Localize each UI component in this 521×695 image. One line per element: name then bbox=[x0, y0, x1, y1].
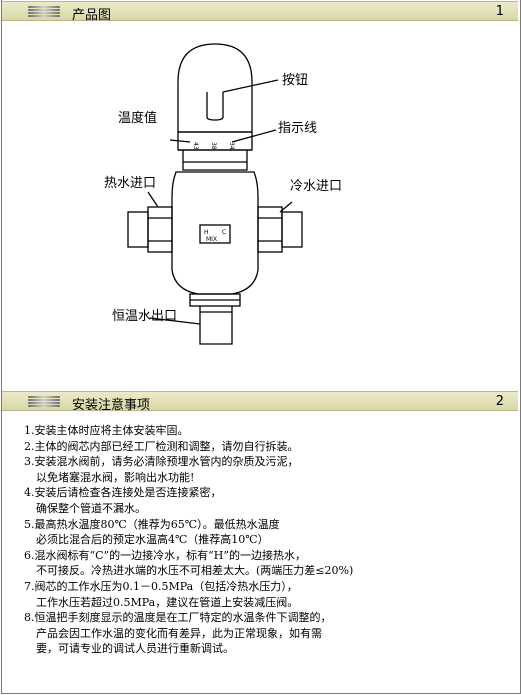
note-item: 5.最高热水温度80℃（推荐为65℃）。最低热水温度必须比混合后的预定水温高4℃… bbox=[24, 517, 504, 548]
left-nut bbox=[147, 206, 173, 253]
leader-cold bbox=[279, 201, 293, 213]
leader-temp bbox=[169, 139, 191, 143]
note-line: 不可接反。冷热进水端的水压不可相差太大。(两端压力差≤20%) bbox=[36, 564, 354, 578]
label-temp-value: 温度值 bbox=[118, 110, 157, 126]
note-line: 1.安装主体时应将主体安装牢固。 bbox=[24, 424, 189, 437]
note-item: 4.安装后请检查各连接处是否连接紧密，确保整个管道不漏水。 bbox=[24, 485, 504, 516]
note-item: 8.恒温把手刻度显示的温度是在工厂特定的水温条件下调整的，产品会因工作水温的变化… bbox=[24, 610, 504, 657]
scale-38: 38 bbox=[210, 142, 217, 150]
note-line: 以免堵塞混水阀，影响出水功能! bbox=[36, 470, 195, 484]
mix-label-box bbox=[199, 224, 231, 244]
header-stripes-icon bbox=[28, 396, 60, 408]
mark-mix: MIX bbox=[206, 236, 217, 243]
note-item: 7.阀芯的工作水压为0.1－0.5MPa（包括冷热水压力）， 工作水压若超过0.5… bbox=[24, 579, 504, 610]
note-item: 6.混水阀标有“C”的一边接冷水，标有“H”的一边接热水， 不可接反。冷热进水端的… bbox=[24, 548, 504, 579]
label-outlet: 恒温水出口 bbox=[112, 309, 177, 324]
right-nut bbox=[257, 206, 283, 253]
note-line: 产品会因工作水温的变化而有差异，此为正常现象，如有需 bbox=[36, 626, 322, 640]
note-item: 2.主体的阀芯内部已经工厂检测和调整，请勿自行拆装。 bbox=[24, 439, 504, 455]
note-line: 必须比混合后的预定水温高4℃（推荐高10℃） bbox=[36, 533, 269, 547]
section-header-install: 安装注意事项 2 bbox=[2, 391, 518, 413]
valve-body bbox=[171, 171, 259, 295]
note-line: 要，可请专业的调试人员进行重新调试。 bbox=[36, 642, 234, 656]
valve-diagram: 按钮 温度值 指示线 热水进口 冷水进口 恒温水出口 43 38 34 H C … bbox=[104, 43, 342, 345]
note-line: 3.安装混水阀前，请务必清除预埋水管内的杂质及污泥， bbox=[24, 455, 299, 469]
label-button: 按钮 bbox=[282, 73, 308, 88]
mark-h: H bbox=[204, 229, 209, 236]
knob-shape bbox=[177, 43, 253, 133]
left-pipe bbox=[127, 211, 149, 248]
note-line: 8.恒温把手刻度显示的温度是在工厂特定的水温条件下调整的， bbox=[24, 611, 332, 625]
section-number: 2 bbox=[495, 394, 504, 409]
note-line: 确保整个管道不漏水。 bbox=[36, 501, 146, 515]
section-title: 安装注意事项 bbox=[72, 398, 151, 413]
leader-outlet bbox=[149, 317, 201, 325]
note-item: 1.安装主体时应将主体安装牢固。 bbox=[24, 423, 504, 439]
scale-34: 34 bbox=[228, 142, 235, 150]
note-item: 3.安装混水阀前，请务必清除预埋水管内的杂质及污泥，以免堵塞混水阀，影响出水功能… bbox=[24, 454, 504, 485]
label-hot-inlet: 热水进口 bbox=[104, 176, 156, 191]
note-line: 6.混水阀标有“C”的一边接冷水，标有“H”的一边接热水， bbox=[24, 548, 306, 562]
button-slot bbox=[206, 92, 224, 121]
install-notes: 1.安装主体时应将主体安装牢固。 2.主体的阀芯内部已经工厂检测和调整，请勿自行拆… bbox=[24, 423, 504, 657]
section-number: 1 bbox=[495, 4, 504, 19]
scale-43: 43 bbox=[192, 142, 199, 150]
note-line: 工作水压若超过0.5MPa，建议在管道上安装减压阀。 bbox=[36, 595, 299, 609]
label-cold-inlet: 冷水进口 bbox=[290, 179, 342, 194]
note-line: 7.阀芯的工作水压为0.1－0.5MPa（包括冷热水压力）， bbox=[24, 579, 298, 593]
leader-hot bbox=[147, 191, 159, 208]
note-line: 2.主体的阀芯内部已经工厂检测和调整，请勿自行拆装。 bbox=[24, 439, 299, 453]
leader-button bbox=[222, 79, 279, 93]
note-line: 5.最高热水温度80℃（推荐为65℃）。最低热水温度 bbox=[24, 517, 280, 531]
note-line: 4.安装后请检查各连接处是否连接紧密， bbox=[24, 486, 222, 500]
leader-indicator bbox=[231, 129, 277, 143]
section-title: 产品图 bbox=[72, 8, 112, 23]
label-indicator: 指示线 bbox=[278, 121, 317, 136]
header-stripes-icon bbox=[28, 6, 60, 18]
section-header-product: 产品图 1 bbox=[2, 1, 518, 23]
mark-c: C bbox=[222, 229, 226, 236]
right-pipe bbox=[281, 211, 303, 248]
